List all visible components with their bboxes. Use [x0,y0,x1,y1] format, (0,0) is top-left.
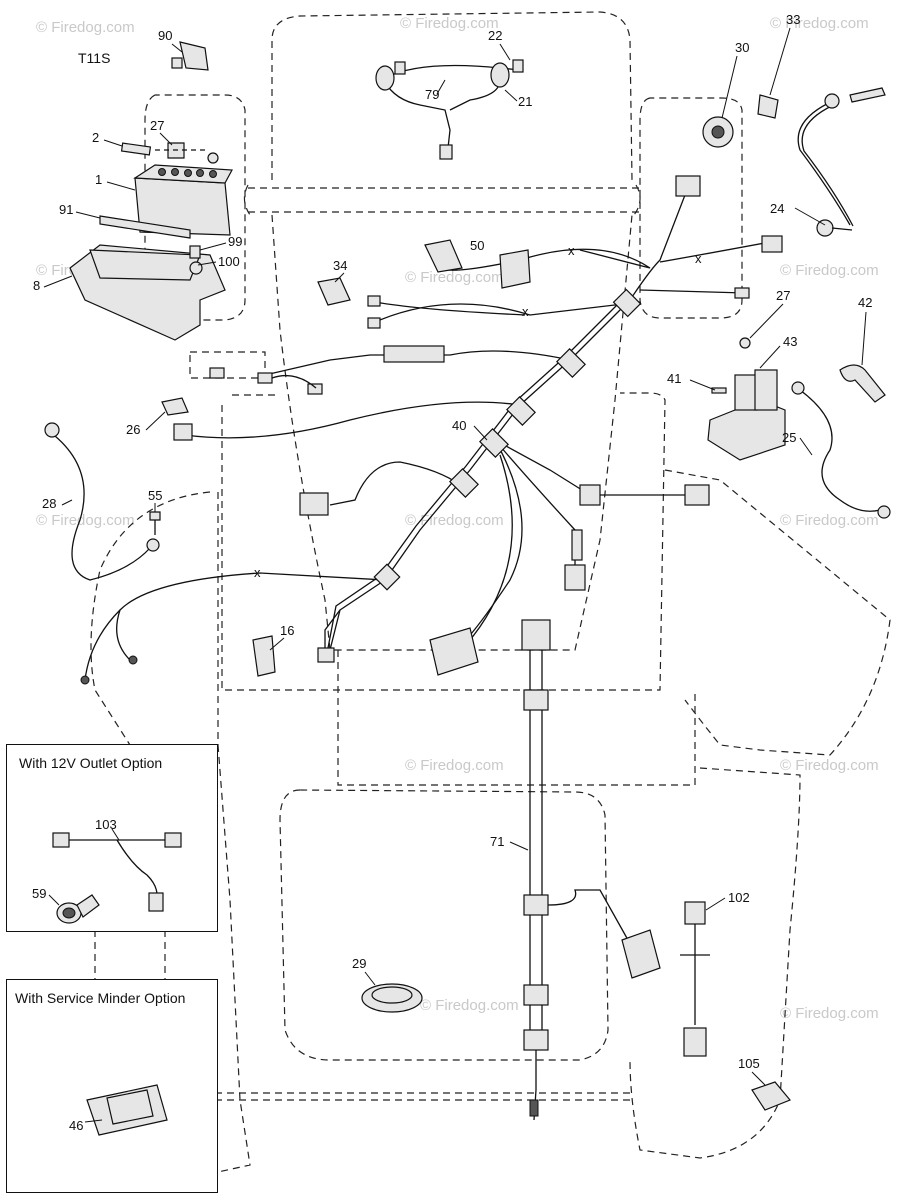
ground-cable-28 [44,397,189,685]
ignition-and-battery-cable [702,87,886,237]
inset-service-minder: With Service Minder Option 46 [6,979,218,1193]
part-label-1: 1 [95,172,102,187]
part-label-43: 43 [783,334,797,349]
part-number-callouts: 90 22 33 30 79 21 2 27 1 91 99 100 8 24 … [33,12,872,1071]
part-label-50: 50 [470,238,484,253]
part-label-30: 30 [735,40,749,55]
part-label-21: 21 [518,94,532,109]
watermark: © Firedog.com [770,15,869,32]
watermark: © Firedog.com [405,757,504,774]
part-label-40: 40 [452,418,466,433]
part-label-33: 33 [786,12,800,27]
headlight-assembly [375,59,524,160]
part-label-42: 42 [858,295,872,310]
inset-service-title: With Service Minder Option [15,990,186,1006]
svg-text:x: x [568,243,575,258]
part-label-99: 99 [228,234,242,249]
part-label-91: 91 [59,202,73,217]
solenoid-assembly [707,337,891,519]
part-label-102: 102 [728,890,750,905]
part-label-41: 41 [667,371,681,386]
watermark: © Firedog.com [405,269,504,286]
part-label-29: 29 [352,956,366,971]
lower-components [361,901,791,1111]
part-label-27a: 27 [150,118,164,133]
part-label-103: 103 [95,817,117,832]
watermark: © Firedog.com [780,757,879,774]
svg-text:x: x [522,304,529,319]
part-label-71: 71 [490,834,504,849]
part-label-25: 25 [782,430,796,445]
inset-12v-title: With 12V Outlet Option [19,755,163,771]
watermark: © Firedog.com [780,1005,879,1022]
part-label-79: 79 [425,87,439,102]
svg-text:x: x [254,565,261,580]
part-label-55: 55 [148,488,162,503]
inset-service-drawing: 46 [69,1084,168,1136]
inset-12v-outlet: With 12V Outlet Option 103 59 [6,744,218,932]
harness-connectors [173,175,783,676]
part-label-27b: 27 [776,288,790,303]
harness-71 [521,619,661,1121]
part-label-59: 59 [32,886,46,901]
svg-text:x: x [695,251,702,266]
part-label-24: 24 [770,201,784,216]
part-label-90: 90 [158,28,172,43]
part-label-100: 100 [218,254,240,269]
watermark: © Firedog.com [405,512,504,529]
part-label-8: 8 [33,278,40,293]
part-label-26: 26 [126,422,140,437]
watermark: © Firedog.com [36,19,135,36]
part-label-105: 105 [738,1056,760,1071]
watermark: © Firedog.com [780,262,879,279]
cut-markers: x x x x [254,243,702,580]
watermark: © Firedog.com [36,512,135,529]
watermark: © Firedog.com [420,997,519,1014]
battery-assembly [69,41,233,341]
part-label-28: 28 [42,496,56,511]
watermark: © Firedog.com [400,15,499,32]
model-code: T11S [78,50,111,66]
leader-lines [43,27,867,1086]
inset-12v-drawing: 103 59 [32,817,182,924]
misc-switches [252,239,531,677]
part-label-46: 46 [69,1118,83,1133]
part-label-22: 22 [488,28,502,43]
part-label-34: 34 [333,258,347,273]
watermark: © Firedog.com [780,512,879,529]
part-label-16: 16 [280,623,294,638]
part-label-2: 2 [92,130,99,145]
